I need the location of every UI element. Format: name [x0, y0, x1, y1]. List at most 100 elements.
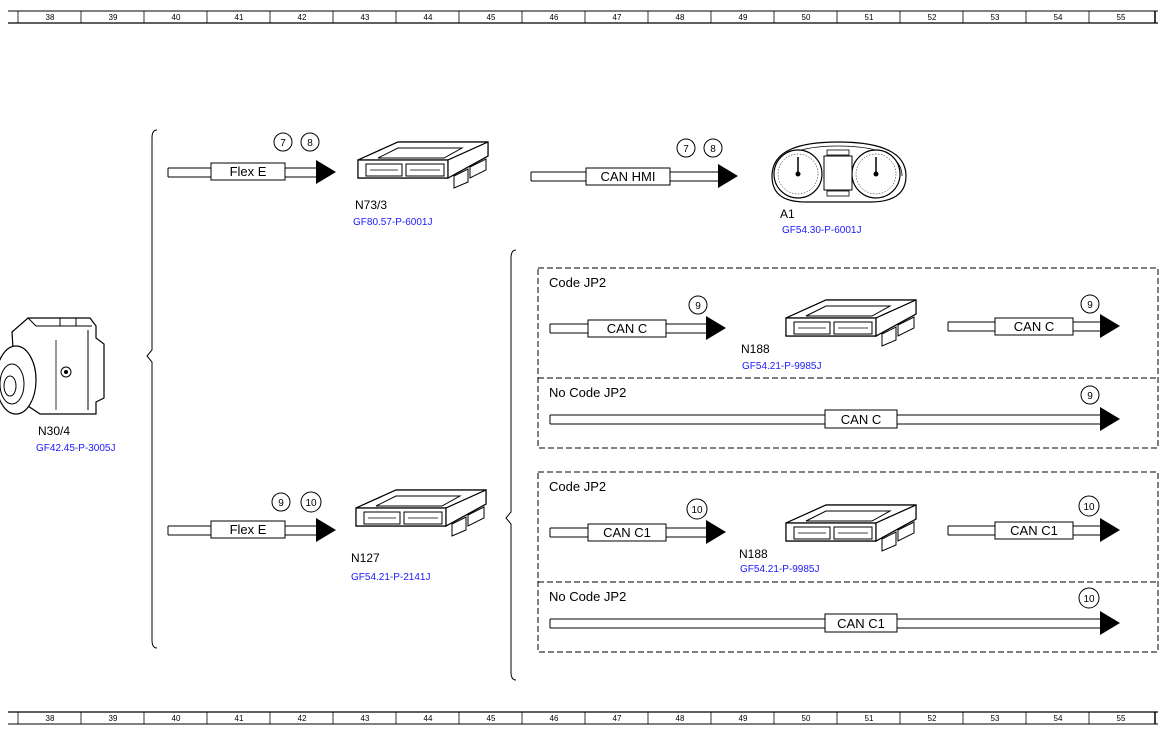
ruler-top-num: 41 [235, 13, 244, 22]
n127-name: N127 [351, 551, 380, 565]
ruler-bottom-num: 38 [46, 714, 55, 723]
code-jp2-bottom-label: Code JP2 [549, 479, 606, 494]
connector-number: 8 [307, 138, 313, 149]
can-c-in-label: CAN C [607, 321, 647, 336]
connector-circle [273, 132, 293, 152]
ruler-top-num: 38 [46, 13, 55, 22]
connector-circle [300, 491, 322, 513]
ruler-bottom-num: 51 [865, 714, 874, 723]
connector-circle [271, 492, 291, 512]
can-c-in-label-box [587, 319, 667, 338]
no-code-jp2-top-label: No Code JP2 [549, 385, 626, 400]
ruler-top-num: 51 [865, 13, 874, 22]
ruler-bottom-num: 52 [928, 714, 937, 723]
connector-number: 7 [280, 138, 286, 149]
ruler-top-num: 39 [109, 13, 118, 22]
can-c-out-label: CAN C [1014, 319, 1054, 334]
ruler-top-num: 43 [361, 13, 370, 22]
can-c-nocode-label-box [824, 409, 898, 429]
n73-3-module [357, 141, 489, 189]
can-hmi-label-box [585, 167, 671, 186]
code-jp2-top-frame [537, 267, 1159, 449]
connector-circle [686, 498, 708, 520]
connector-number: 10 [305, 498, 317, 509]
flex-e-top-label: Flex E [230, 164, 267, 179]
n30-4-unit [0, 317, 105, 415]
connector-circle [703, 138, 723, 158]
can-c1-out-label-box [994, 521, 1074, 540]
connector-number: 7 [683, 144, 689, 155]
connector-circle [1080, 385, 1100, 405]
no-code-jp2-bottom-label: No Code JP2 [549, 589, 626, 604]
n188-top-module [785, 299, 917, 347]
n73-3-name: N73/3 [355, 198, 387, 212]
connector-number: 10 [1083, 594, 1095, 605]
ruler-top-num: 40 [172, 13, 181, 22]
flex-e-bottom-label: Flex E [230, 522, 267, 537]
a1-instrument-cluster [771, 141, 907, 203]
can-c1-in-label-box [587, 523, 667, 542]
ruler-bottom: 38 39 40 41 42 43 44 45 46 47 48 49 50 5… [8, 711, 1158, 725]
connector-number: 9 [1087, 391, 1093, 402]
connector-circle [676, 138, 696, 158]
ruler-bottom-num: 49 [739, 714, 748, 723]
ruler-bottom-num: 50 [802, 714, 811, 723]
a1-ref-link[interactable]: GF54.30-P-6001J [782, 225, 862, 236]
can-c1-nocode-label: CAN C1 [837, 616, 885, 631]
can-c1-nocode-label-box [824, 613, 898, 633]
ruler-top-num: 44 [424, 13, 433, 22]
code-jp2-bottom-frame [537, 471, 1159, 653]
ruler-top-num: 45 [487, 13, 496, 22]
connector-circle [1080, 294, 1100, 314]
ruler-bottom-num: 53 [991, 714, 1000, 723]
n30-4-name: N30/4 [38, 424, 70, 438]
ruler-bottom-num: 47 [613, 714, 622, 723]
n188-top-name: N188 [741, 342, 770, 356]
n30-4-ref-link[interactable]: GF42.45-P-3005J [36, 443, 116, 454]
n127-module [355, 489, 487, 537]
ruler-top-num: 55 [1117, 13, 1126, 22]
connector-circle [1078, 587, 1100, 609]
n188-bottom-module [785, 504, 917, 552]
n127-ref-link[interactable]: GF54.21-P-2141J [351, 572, 431, 583]
n188-bottom-name: N188 [739, 547, 768, 561]
main-brace [146, 129, 158, 649]
flex-e-bottom-label-box [210, 520, 286, 539]
ruler-bottom-num: 55 [1117, 714, 1126, 723]
connector-circle [1078, 495, 1100, 517]
connector-number: 8 [710, 144, 716, 155]
connector-number: 9 [278, 498, 284, 509]
connector-number: 10 [691, 505, 703, 516]
ruler-bottom-num: 54 [1054, 714, 1063, 723]
ruler-top-num: 50 [802, 13, 811, 22]
flex-e-top-label-box [210, 162, 286, 181]
ruler-top-num: 54 [1054, 13, 1063, 22]
ruler-top-num: 48 [676, 13, 685, 22]
connector-circle [300, 132, 320, 152]
ruler-bottom-num: 44 [424, 714, 433, 723]
n188-top-ref-link[interactable]: GF54.21-P-9985J [742, 361, 822, 372]
connector-number: 9 [1087, 300, 1093, 311]
n73-3-ref-link[interactable]: GF80.57-P-6001J [353, 217, 433, 228]
connector-circle [688, 295, 708, 315]
ruler-bottom-num: 40 [172, 714, 181, 723]
ruler-bottom-num: 43 [361, 714, 370, 723]
code-jp2-top-label: Code JP2 [549, 275, 606, 290]
a1-name: A1 [780, 207, 795, 221]
ruler-top-num: 49 [739, 13, 748, 22]
can-c-out-label-box [994, 317, 1074, 336]
connector-number: 9 [695, 301, 701, 312]
ruler-bottom-num: 48 [676, 714, 685, 723]
ruler-top-num: 52 [928, 13, 937, 22]
ruler-bottom-num: 46 [550, 714, 559, 723]
ruler-bottom-num: 45 [487, 714, 496, 723]
ruler-top-num: 47 [613, 13, 622, 22]
can-c1-out-label: CAN C1 [1010, 523, 1058, 538]
secondary-brace [505, 249, 517, 681]
ruler-top-num: 46 [550, 13, 559, 22]
ruler-top: 38 39 40 41 42 43 44 45 46 47 48 49 50 5… [8, 10, 1158, 24]
ruler-top-num: 53 [991, 13, 1000, 22]
n188-bottom-ref-link[interactable]: GF54.21-P-9985J [740, 564, 820, 575]
can-c1-in-label: CAN C1 [603, 525, 651, 540]
